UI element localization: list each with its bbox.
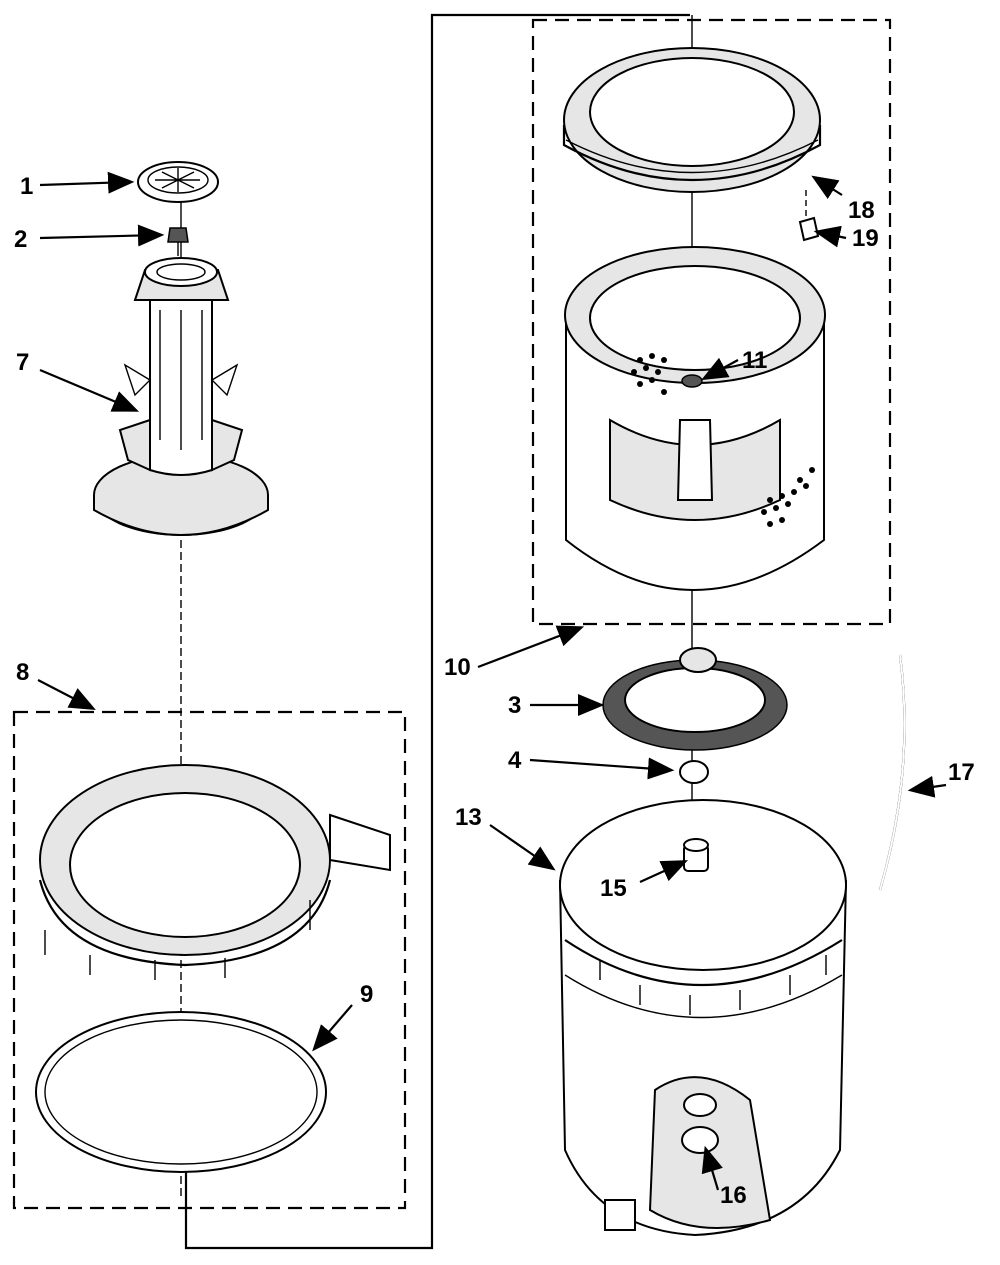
label-8: 8 bbox=[16, 659, 29, 686]
label-15: 15 bbox=[600, 875, 627, 902]
part-17-hose bbox=[878, 654, 906, 891]
label-4: 4 bbox=[508, 747, 522, 774]
label-17: 17 bbox=[948, 759, 975, 786]
label-16: 16 bbox=[720, 1182, 747, 1209]
part-15-bushing bbox=[683, 838, 709, 872]
part-4-nut bbox=[679, 760, 709, 784]
group-10-box bbox=[531, 18, 892, 626]
part-10-wash-basket bbox=[564, 246, 826, 591]
label-1: 1 bbox=[20, 173, 33, 200]
label-2: 2 bbox=[14, 226, 27, 253]
part-labels: 1 2 7 8 9 10 3 4 11 13 15 16 17 18 19 bbox=[14, 173, 975, 1209]
callout-arrows bbox=[37, 171, 947, 1191]
part-19-clip bbox=[798, 216, 820, 242]
label-10: 10 bbox=[444, 654, 471, 681]
label-7: 7 bbox=[16, 349, 29, 376]
label-13: 13 bbox=[455, 804, 482, 831]
label-18: 18 bbox=[848, 197, 875, 224]
label-11: 11 bbox=[742, 347, 767, 374]
part-9-seal-ring bbox=[35, 1011, 327, 1173]
part-1-agitator-cap bbox=[137, 161, 219, 203]
part-8-tub-ring bbox=[38, 764, 391, 980]
label-3: 3 bbox=[508, 692, 521, 719]
part-18-balance-ring bbox=[562, 47, 822, 193]
group-8-box bbox=[12, 710, 407, 1210]
label-19: 19 bbox=[852, 225, 879, 252]
part-7-agitator bbox=[93, 257, 269, 536]
part-3-drive-block bbox=[602, 647, 788, 751]
label-9: 9 bbox=[360, 981, 373, 1008]
part-2-bolt bbox=[167, 227, 189, 256]
connection-frame bbox=[184, 13, 690, 1250]
